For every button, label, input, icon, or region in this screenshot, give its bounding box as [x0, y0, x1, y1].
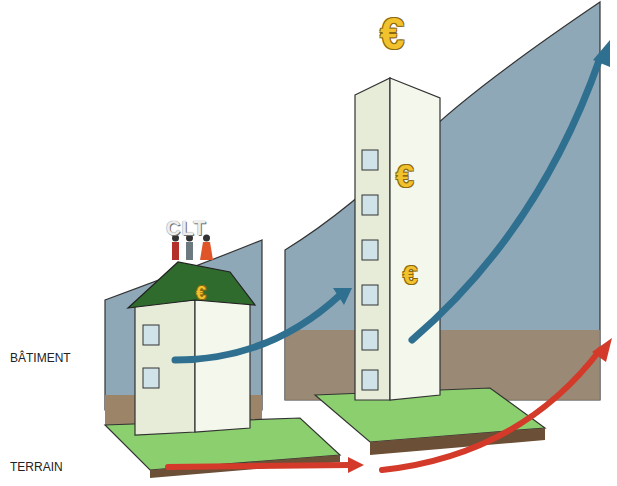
arrowhead	[592, 338, 612, 362]
tower-front	[390, 78, 440, 400]
axis-label: TERRAIN	[10, 461, 63, 473]
building-value-arrow	[412, 58, 600, 340]
euro-symbol: €	[196, 284, 206, 302]
land-value-arrow	[382, 350, 600, 470]
axis-label: BÂTIMENT	[10, 352, 71, 364]
euro-symbol: €	[396, 160, 414, 192]
house-side	[135, 300, 195, 435]
euro-symbol: €	[403, 262, 417, 288]
arrowhead	[593, 40, 610, 67]
building-value-arrow	[175, 295, 340, 360]
people	[172, 235, 213, 261]
roof	[128, 262, 255, 308]
window	[362, 150, 378, 390]
euro-symbol: €	[380, 12, 404, 56]
window	[143, 325, 159, 345]
house-front	[195, 300, 250, 432]
value-panel	[285, 2, 600, 400]
tower-side	[355, 78, 390, 400]
sign-letters: CLT	[166, 218, 206, 238]
land-value-arrow	[168, 465, 350, 467]
window	[143, 368, 159, 388]
arrowhead	[348, 457, 364, 473]
arrowhead	[333, 288, 352, 305]
